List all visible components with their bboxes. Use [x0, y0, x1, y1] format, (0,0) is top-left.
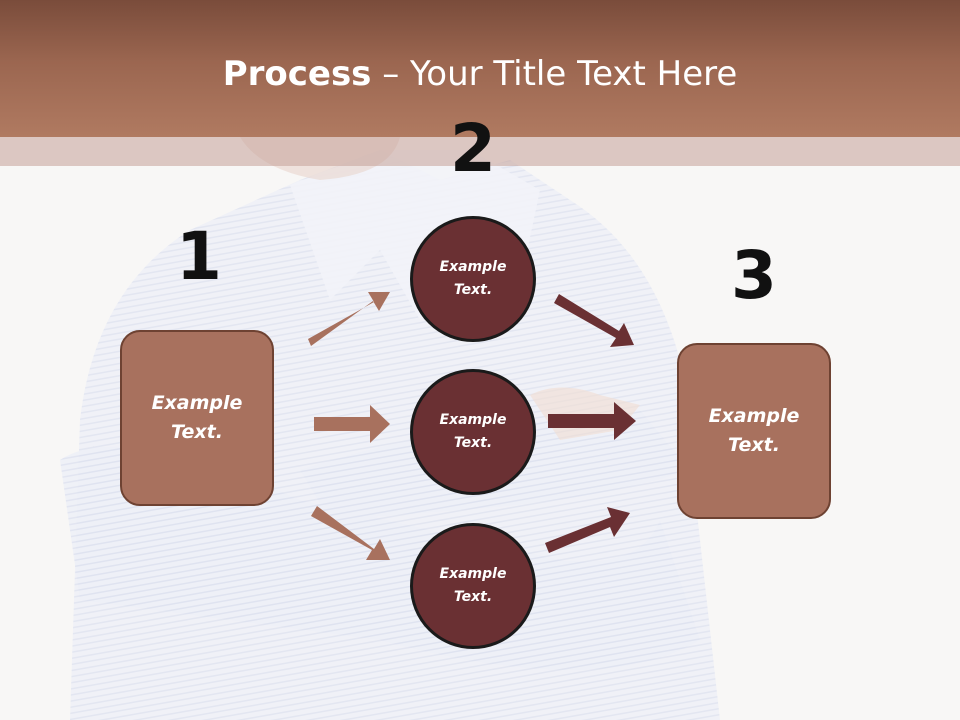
arrow-left-to-middle: [314, 405, 390, 443]
step-3-box: Example Text.: [677, 343, 831, 519]
circle-middle-label: Example Text.: [439, 412, 507, 451]
step-number-2: 2: [450, 110, 496, 187]
step-number-3: 3: [731, 237, 777, 314]
step-3-label: Example Text.: [708, 405, 800, 456]
step-number-1: 1: [176, 218, 222, 295]
step-1-box: Example Text.: [120, 330, 274, 506]
step-1-label: Example Text.: [151, 392, 243, 443]
step-2-circle-bottom: Example Text.: [410, 523, 536, 649]
circle-bottom-label: Example Text.: [439, 566, 507, 605]
title-bold: Process: [222, 54, 372, 94]
step-2-circle-top: Example Text.: [410, 216, 536, 342]
arrow-left-to-bottom: [311, 506, 390, 560]
title-sub-band: [0, 137, 960, 166]
arrow-middle-to-right: [548, 402, 636, 440]
step-2-circle-middle: Example Text.: [410, 369, 536, 495]
title-band: [0, 0, 960, 137]
circle-top-label: Example Text.: [439, 259, 507, 298]
arrow-bottom-to-right: [545, 507, 630, 553]
slide-title: Process – Your Title Text Here: [0, 50, 960, 98]
title-rest: – Your Title Text Here: [371, 54, 738, 94]
arrow-top-to-right: [554, 294, 634, 347]
arrow-left-to-top: [308, 292, 390, 346]
